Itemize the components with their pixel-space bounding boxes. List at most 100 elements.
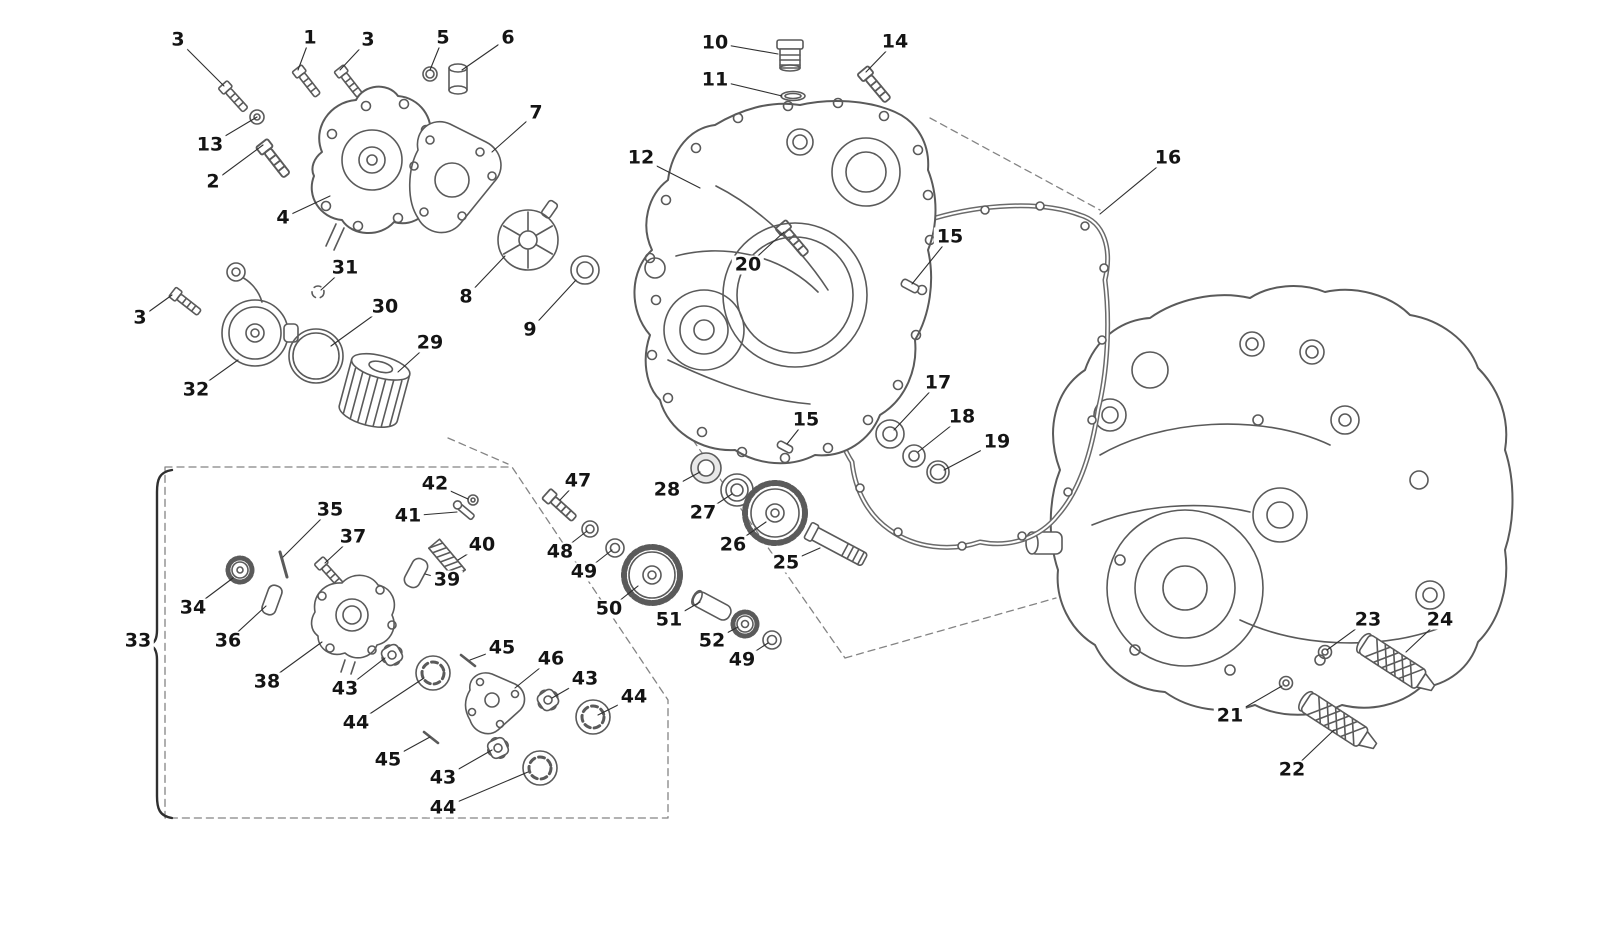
callout-label-2: 2	[203, 172, 223, 192]
callout-label-8: 8	[456, 287, 476, 307]
part-filler-plug-10	[776, 39, 804, 72]
callout-label-45: 45	[371, 750, 405, 770]
callout-label-30: 30	[368, 297, 402, 317]
callout-label-44: 44	[339, 713, 373, 733]
part-screw-41	[452, 500, 475, 521]
part-pump-gasket-7	[408, 121, 502, 234]
callout-label-29: 29	[413, 333, 447, 353]
callout-label-25: 25	[769, 553, 803, 573]
callout-label-20: 20	[731, 255, 765, 275]
callout-label-1: 1	[300, 28, 320, 48]
callout-label-38: 38	[250, 672, 284, 692]
part-oring-23	[1317, 644, 1333, 660]
callout-label-34: 34	[176, 598, 210, 618]
part-washer-49b	[762, 630, 782, 650]
callout-label-39: 39	[430, 570, 464, 590]
callout-label-22: 22	[1275, 760, 1309, 780]
callout-label-5: 5	[433, 28, 453, 48]
part-gear-26	[742, 480, 808, 546]
callout-label-23: 23	[1351, 610, 1385, 630]
callout-label-42: 42	[418, 474, 452, 494]
callout-label-35: 35	[313, 500, 347, 520]
callout-label-3: 3	[358, 30, 378, 50]
part-oring-21	[1278, 675, 1294, 691]
callout-label-14: 14	[878, 32, 912, 52]
callout-label-18: 18	[945, 407, 979, 427]
callout-label-32: 32	[179, 380, 213, 400]
callout-label-43: 43	[568, 669, 602, 689]
part-shaft-51	[691, 589, 732, 621]
callout-label-10: 10	[698, 33, 732, 53]
part-plunger-39	[403, 557, 429, 589]
callout-label-28: 28	[650, 480, 684, 500]
callout-label-3: 3	[168, 30, 188, 50]
callout-label-48: 48	[543, 542, 577, 562]
callout-label-44: 44	[617, 687, 651, 707]
part-bushing-6	[448, 63, 468, 95]
callout-label-33: 33	[121, 631, 155, 651]
callout-label-12: 12	[624, 148, 658, 168]
callout-label-50: 50	[592, 599, 626, 619]
callout-label-49: 49	[567, 562, 601, 582]
part-bearing-27	[720, 473, 754, 507]
part-gear-34	[225, 555, 255, 585]
part-oring-19	[926, 460, 950, 484]
part-washer-48	[581, 520, 599, 538]
part-seal-28	[690, 452, 722, 484]
part-clip-31	[311, 285, 325, 299]
callout-label-13: 13	[193, 135, 227, 155]
callout-label-19: 19	[980, 432, 1014, 452]
callout-label-44: 44	[426, 798, 460, 818]
part-crankcase-half	[1025, 285, 1514, 716]
part-oring-30	[288, 328, 344, 384]
callout-label-26: 26	[716, 535, 750, 555]
part-cover-plate-46	[464, 672, 526, 735]
callout-label-17: 17	[921, 373, 955, 393]
callout-label-41: 41	[391, 506, 425, 526]
part-washer-49a	[605, 538, 625, 558]
callout-label-46: 46	[534, 649, 568, 669]
callout-label-49: 49	[725, 650, 759, 670]
callout-label-11: 11	[698, 70, 732, 90]
callout-label-3: 3	[130, 308, 150, 328]
callout-label-43: 43	[328, 679, 362, 699]
callout-label-36: 36	[211, 631, 245, 651]
part-pin-35	[278, 550, 289, 579]
part-ring-42	[467, 494, 479, 506]
part-dowel-pin-15a	[900, 278, 920, 294]
part-impeller-8	[497, 199, 559, 271]
part-roller-36	[261, 584, 283, 616]
callout-label-27: 27	[686, 503, 720, 523]
callout-label-45: 45	[485, 638, 519, 658]
callout-label-47: 47	[561, 471, 595, 491]
callout-label-51: 51	[652, 610, 686, 630]
callout-label-21: 21	[1213, 706, 1247, 726]
callout-label-24: 24	[1423, 610, 1457, 630]
part-gear-50	[621, 544, 683, 606]
part-oil-filter-29	[338, 352, 411, 428]
part-spring-40	[427, 538, 467, 580]
callout-label-15: 15	[933, 227, 967, 247]
callout-label-15: 15	[789, 410, 823, 430]
callout-label-43: 43	[426, 768, 460, 788]
callout-label-4: 4	[273, 208, 293, 228]
part-shaft-25	[803, 521, 868, 567]
part-pin-45b	[422, 730, 440, 745]
callout-label-37: 37	[336, 527, 370, 547]
callout-label-9: 9	[520, 320, 540, 340]
part-washer-13	[249, 109, 265, 125]
part-clutch-cover	[633, 97, 937, 465]
callout-label-6: 6	[498, 28, 518, 48]
callout-label-16: 16	[1151, 148, 1185, 168]
callout-label-31: 31	[328, 258, 362, 278]
part-oil-pump-body-38	[310, 574, 397, 675]
callout-label-7: 7	[526, 103, 546, 123]
oil-pump-group-dashed-box	[164, 466, 669, 819]
part-gear-52	[730, 609, 760, 639]
callout-label-40: 40	[465, 535, 499, 555]
callout-label-52: 52	[695, 631, 729, 651]
part-oil-pump-32	[221, 262, 299, 367]
